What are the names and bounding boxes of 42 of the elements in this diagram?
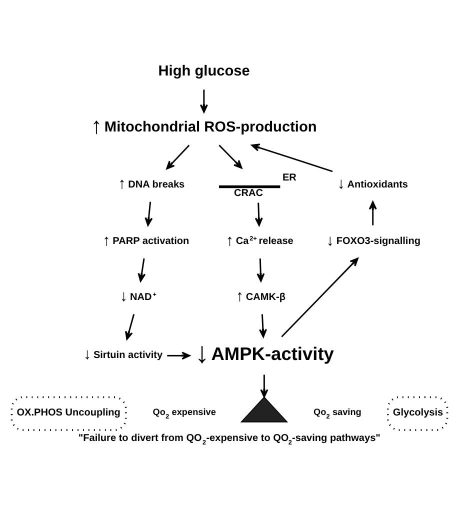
node-triangle [240, 396, 288, 422]
node-text: Mitochondrial ROS-production [104, 119, 317, 136]
node-text: CAMK-β [246, 292, 286, 303]
node-text: NAD$^{+}$ [130, 291, 157, 303]
node-label: ↑ [118, 176, 126, 193]
node-box: OX.PHOS Uncoupling [10, 396, 127, 431]
arrow [166, 144, 190, 170]
node-text: Ca$^{2+}$ release [236, 236, 294, 248]
node-text: Antioxidants [347, 179, 408, 190]
arrow [251, 144, 333, 172]
node-text: Sirtuin activity [93, 350, 163, 361]
arrow [258, 314, 267, 338]
arrow [125, 314, 135, 340]
node-label: Qo$_{2}$ saving [314, 407, 362, 421]
arrow [144, 202, 153, 226]
node-text: AMPK-activity [211, 342, 334, 364]
node-label: Qo$_{2}$ expensive [152, 407, 216, 421]
arrow [281, 258, 358, 338]
node-text: High glucose [158, 64, 250, 80]
caption: "Failure to divert from QO$_{2}$-expensive to QO$_{2}$-saving pathways" [78, 432, 380, 446]
node-label: ↑ [236, 288, 244, 305]
arrow [256, 258, 265, 282]
node-label: ↑ [102, 232, 110, 250]
node-text: DNA breaks [128, 179, 185, 190]
node-box: Glycolysis [387, 396, 448, 431]
node-label: ↑ [90, 112, 102, 138]
node-label: ↓ [194, 338, 210, 370]
arrow [167, 352, 190, 360]
node-label: ↓ [337, 176, 346, 193]
node-label: ↓ [120, 288, 128, 305]
node-text: ER CRAC [234, 172, 296, 200]
node-label: ↓ [326, 232, 334, 250]
arrow [368, 201, 377, 226]
arrow [260, 374, 268, 398]
arrow [254, 202, 263, 226]
node-label: ↓ [83, 346, 92, 363]
node-text: PARP activation [112, 236, 190, 248]
arrow [200, 90, 208, 113]
node-label: ↑ [226, 232, 234, 250]
node-text: FOXO3-signalling [336, 236, 420, 248]
arrow [138, 258, 146, 282]
arrow [218, 144, 242, 169]
